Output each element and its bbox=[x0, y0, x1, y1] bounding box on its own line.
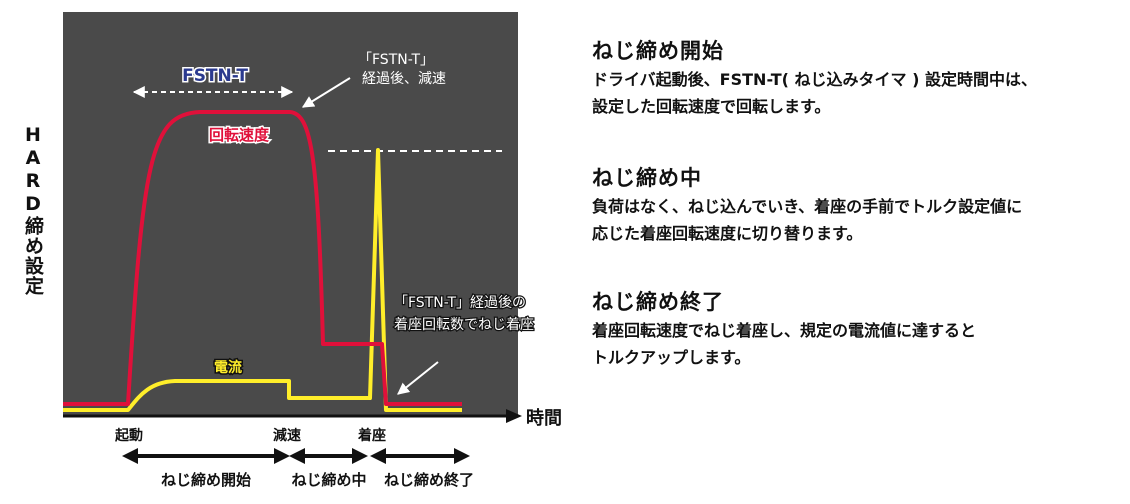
section-middle-line2: 応じた着座回転速度に切り替ります。 bbox=[592, 224, 863, 243]
phase-arrow-middle bbox=[289, 448, 368, 464]
section-end-title: ねじ締め終了 bbox=[592, 290, 724, 314]
phase-label-end: ねじ締め終了 bbox=[384, 471, 474, 489]
time-point-decel: 減速 bbox=[273, 427, 301, 444]
fstn-t-label: FSTN-T bbox=[182, 66, 248, 86]
section-middle: ねじ締め中 負荷はなく、ねじ込んでいき、着座の手前でトルク設定値に 応じた着座回… bbox=[592, 163, 1122, 247]
current-curve bbox=[63, 148, 462, 412]
speed-label: 回転速度 bbox=[209, 126, 270, 144]
current-label: 電流 bbox=[214, 359, 242, 376]
section-start-title: ねじ締め開始 bbox=[592, 39, 724, 63]
phase-label-middle: ねじ締め中 bbox=[291, 471, 366, 489]
callout-mid-line2: 着座回転数でねじ着座 bbox=[394, 317, 534, 333]
graph-panel bbox=[63, 12, 518, 416]
callout-top-line2: 経過後、減速 bbox=[362, 70, 446, 87]
phase-arrow-start bbox=[122, 448, 290, 464]
section-end-line2: トルクアップします。 bbox=[592, 348, 751, 367]
callout-top-line1: 「FSTN-T」 bbox=[358, 52, 434, 68]
x-axis-arrowhead bbox=[506, 409, 522, 423]
phase-arrow-end bbox=[370, 448, 470, 464]
callout-mid-line1: 「FSTN-T」経過後の bbox=[394, 295, 526, 311]
time-point-start: 起動 bbox=[114, 427, 143, 444]
section-start-line1: ドライバ起動後、FSTN-T( ねじ込みタイマ ) 設定時間中は、 bbox=[592, 70, 1037, 89]
phase-label-start: ねじ締め開始 bbox=[161, 471, 251, 489]
y-axis-label: HARD締め設定 bbox=[22, 124, 44, 296]
callout-top-arrow bbox=[301, 77, 351, 108]
x-axis-label: 時間 bbox=[526, 408, 562, 429]
section-end: ねじ締め終了 着座回転速度でねじ着座し、規定の電流値に達すると トルクアップしま… bbox=[592, 287, 1122, 371]
callout-mid-arrow bbox=[397, 361, 439, 395]
section-start: ねじ締め開始 ドライバ起動後、FSTN-T( ねじ込みタイマ ) 設定時間中は、… bbox=[592, 36, 1122, 120]
section-start-line2: 設定した回転速度で回転します。 bbox=[592, 97, 831, 116]
speed-curve bbox=[63, 110, 462, 406]
section-end-line1: 着座回転速度でねじ着座し、規定の電流値に達すると bbox=[592, 321, 977, 340]
section-middle-title: ねじ締め中 bbox=[592, 166, 702, 190]
time-point-seat: 着座 bbox=[357, 427, 386, 444]
section-middle-line1: 負荷はなく、ねじ込んでいき、着座の手前でトルク設定値に bbox=[592, 197, 1023, 216]
